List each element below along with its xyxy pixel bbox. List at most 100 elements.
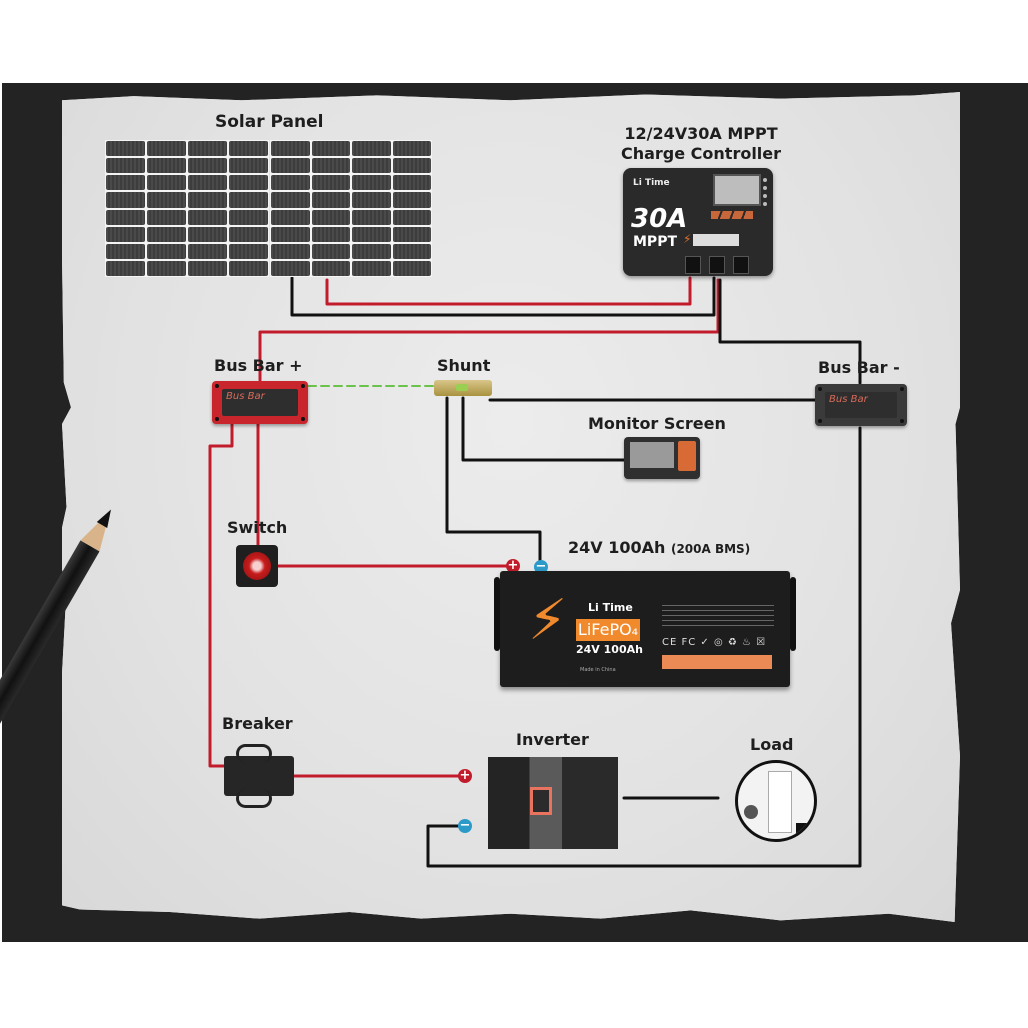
solar-cell	[271, 192, 310, 208]
controller-orange-stripe	[711, 211, 753, 219]
lightning-icon: ⚡	[528, 588, 568, 653]
solar-cell	[352, 175, 391, 191]
shunt-label: Shunt	[437, 356, 491, 375]
battery-capacity: 24V 100Ah	[576, 643, 643, 656]
solar-cell	[229, 141, 268, 157]
solar-cell	[229, 260, 268, 276]
battery-handle-right	[790, 577, 796, 651]
solar-cell	[188, 192, 227, 208]
solar-cell	[229, 158, 268, 174]
breaker-label: Breaker	[222, 714, 293, 733]
charge-controller-icon: Li Time 30A MPPT ⚡	[623, 168, 773, 276]
solar-cell	[352, 260, 391, 276]
solar-cell	[147, 192, 186, 208]
solar-cell	[271, 226, 310, 242]
inverter-label: Inverter	[516, 730, 589, 749]
inverter-positive-terminal: +	[458, 768, 472, 783]
solar-cell	[147, 243, 186, 259]
inverter-icon	[488, 757, 618, 849]
charge-controller-rating: 30A	[631, 204, 688, 234]
solar-cell	[188, 243, 227, 259]
solar-cell	[392, 260, 431, 276]
solar-cell	[229, 209, 268, 225]
solar-cell	[106, 175, 145, 191]
solar-cell	[147, 158, 186, 174]
bus-bar-neg-face-text: Bus Bar	[829, 394, 868, 405]
solar-cell	[147, 175, 186, 191]
solar-cell	[229, 243, 268, 259]
solar-cell	[311, 209, 350, 225]
solar-cell	[188, 175, 227, 191]
bus-bar-neg-icon: Bus Bar	[815, 384, 907, 426]
solar-cell	[271, 209, 310, 225]
solar-cell	[188, 226, 227, 242]
solar-panel-label: Solar Panel	[215, 112, 324, 132]
solar-panel-module-1	[105, 140, 269, 277]
circuit-breaker-icon	[224, 744, 294, 808]
solar-cell	[229, 226, 268, 242]
certification-icons: CE FC ✓ ◎ ♻ ♨ ☒	[662, 637, 767, 648]
charge-controller-label: 12/24V30A MPPT Charge Controller	[616, 124, 786, 164]
wire-busbar-to-breaker	[208, 422, 234, 768]
solar-cell	[352, 141, 391, 157]
solar-cell	[311, 243, 350, 259]
fridge-icon	[768, 771, 792, 833]
solar-cell	[271, 141, 310, 157]
wire-controller-to-busbar-pos	[258, 278, 720, 382]
load-label: Load	[750, 735, 794, 754]
wire-controller-to-busbar-neg	[718, 278, 862, 385]
solar-cell	[392, 192, 431, 208]
charge-controller-type: MPPT	[633, 234, 678, 250]
solar-cell	[311, 192, 350, 208]
controller-terminal-pv	[685, 256, 701, 274]
solar-cell	[106, 260, 145, 276]
solar-cell	[392, 226, 431, 242]
controller-display	[713, 174, 761, 206]
shunt-icon	[434, 380, 492, 396]
battery-handle-left	[494, 577, 500, 651]
bus-bar-pos-label: Bus Bar +	[214, 356, 303, 375]
monitor-screen-icon	[624, 437, 700, 479]
bus-bar-pos-face-text: Bus Bar	[226, 391, 265, 402]
battery-chemistry: LiFePO₄	[576, 619, 640, 641]
solar-cell	[392, 209, 431, 225]
charge-controller-brand: Li Time	[633, 178, 670, 188]
solar-cell	[392, 141, 431, 157]
battery-icon: ⚡ Li Time LiFePO₄ 24V 100Ah Made in Chin…	[494, 571, 796, 687]
solar-cell	[147, 260, 186, 276]
wire-shunt-to-monitor	[461, 396, 626, 462]
battery-label: 24V 100Ah (200A BMS)	[568, 538, 750, 557]
inverter-negative-terminal: −	[458, 818, 472, 833]
solar-cell	[188, 158, 227, 174]
battery-switch-icon	[236, 545, 278, 587]
solar-cell	[352, 243, 391, 259]
solar-cell	[106, 209, 145, 225]
solar-cell	[106, 226, 145, 242]
solar-cell	[147, 141, 186, 157]
solar-cell	[271, 243, 310, 259]
solar-cell	[188, 260, 227, 276]
solar-cell	[311, 158, 350, 174]
battery-spec-text	[662, 601, 774, 629]
charge-controller-label-line1: 12/24V30A MPPT	[624, 124, 778, 143]
solar-cell	[352, 226, 391, 242]
solar-cell	[271, 158, 310, 174]
controller-indicator-leds	[763, 178, 767, 210]
controller-terminal-battery	[709, 256, 725, 274]
solar-cell	[352, 192, 391, 208]
monitor-screen-label: Monitor Screen	[588, 414, 726, 433]
wire-busbar-neg-to-inverter	[426, 426, 862, 868]
battery-warning-label	[662, 655, 772, 669]
battery-brand: Li Time	[588, 601, 633, 614]
solar-cell	[106, 141, 145, 157]
bus-bar-pos-icon: Bus Bar	[212, 381, 308, 424]
wire-shunt-to-battery-neg	[445, 396, 542, 564]
battery-negative-terminal: −	[534, 559, 548, 574]
solar-cell	[271, 260, 310, 276]
solar-cell	[106, 192, 145, 208]
solar-cell	[311, 175, 350, 191]
solar-cell	[311, 226, 350, 242]
wire-solar-positive	[325, 276, 692, 306]
solar-cell	[271, 175, 310, 191]
battery-made-in: Made in China	[580, 667, 616, 673]
